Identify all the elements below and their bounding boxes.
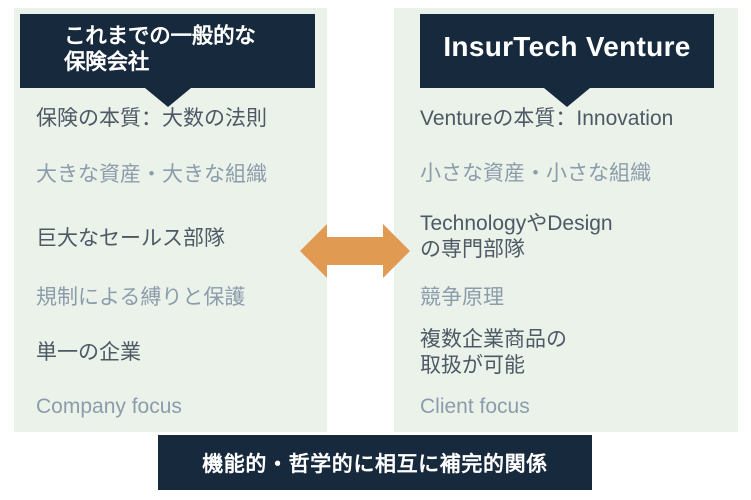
- right-header-notch-icon: [544, 88, 590, 107]
- left-header-notch-icon: [145, 88, 191, 107]
- left-panel-header: これまでの一般的な 保険会社: [20, 14, 315, 88]
- left-panel-header-label: これまでの一般的な 保険会社: [64, 24, 256, 75]
- right-panel-header-label: InsurTech Venture: [443, 31, 691, 62]
- list-item: Company focus: [36, 395, 182, 418]
- list-item: 巨大なセールス部隊: [36, 227, 225, 250]
- list-item: Ventureの本質：Innovation: [420, 107, 674, 130]
- list-item: TechnologyやDesign の専門部隊: [420, 212, 613, 261]
- list-item: 複数企業商品の 取扱が可能: [420, 328, 567, 377]
- list-item: 大きな資産・大きな組織: [36, 163, 267, 186]
- summary-banner: 機能的・哲学的に相互に補完的関係: [158, 435, 592, 490]
- list-item: 規制による縛りと保護: [36, 286, 246, 309]
- list-item: 単一の企業: [36, 341, 141, 364]
- list-item: Client focus: [420, 395, 530, 418]
- right-panel-header: InsurTech Venture: [420, 14, 714, 88]
- list-item: 保険の本質：大数の法則: [36, 107, 267, 130]
- list-item: 小さな資産・小さな組織: [420, 162, 651, 185]
- list-item: 競争原理: [420, 286, 504, 309]
- double-headed-horizontal-arrow-icon: [300, 220, 410, 282]
- summary-banner-label: 機能的・哲学的に相互に補完的関係: [202, 452, 548, 476]
